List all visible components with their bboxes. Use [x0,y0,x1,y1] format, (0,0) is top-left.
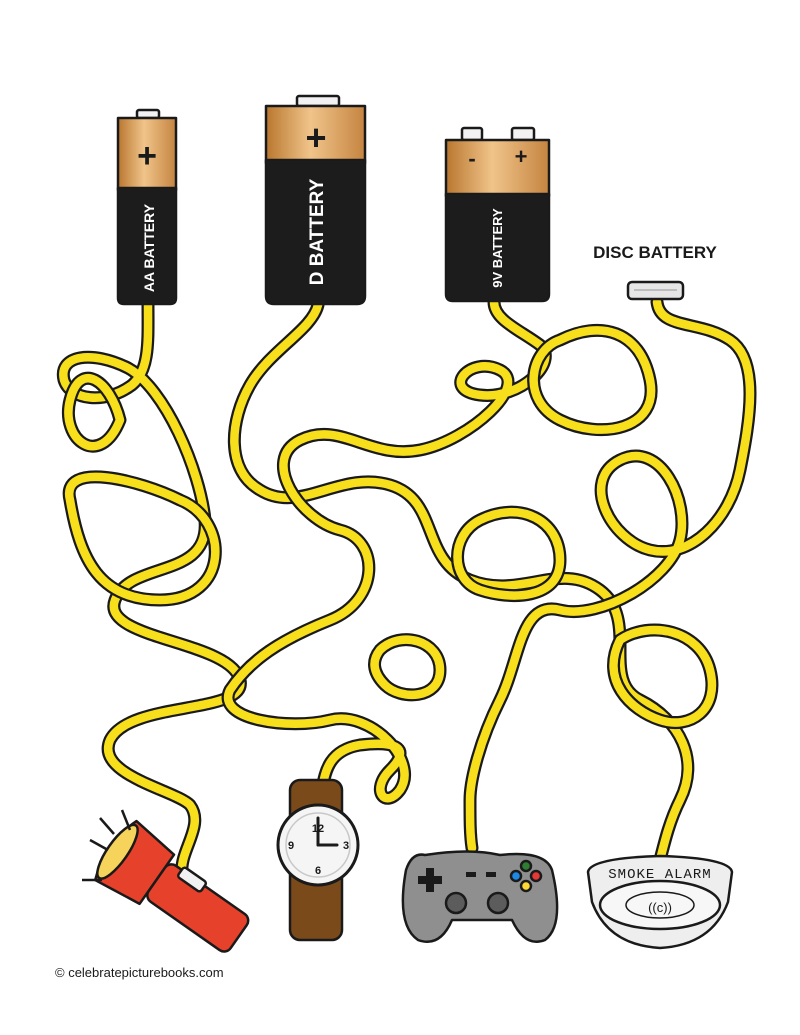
disc-battery-label: DISC BATTERY [593,243,717,262]
smoke-alarm-center-mark: ((c)) [648,900,672,915]
wristwatch-icon[interactable]: 12 3 6 9 [276,778,360,942]
d-plus-sign: + [305,117,326,158]
cord-disc-to-controller[interactable] [463,295,757,855]
aa-battery-label: AA BATTERY [141,203,157,292]
watch-dial-3: 3 [343,840,349,852]
cord-decoy-loops [62,323,719,730]
game-controller-icon[interactable] [401,850,559,943]
cord-9v-to-watch[interactable] [221,295,552,805]
smoke-alarm-label: SMOKE ALARM [608,867,711,883]
9v-battery-label: 9V BATTERY [490,208,505,288]
aa-plus-sign: + [137,137,157,175]
watch-dial-6: 6 [315,865,321,877]
flashlight-icon[interactable] [82,809,259,966]
d-battery[interactable]: + D BATTERY [264,94,367,306]
maze-cords [56,295,757,879]
aa-battery[interactable]: + AA BATTERY [116,108,178,306]
watch-dial-12: 12 [312,823,324,835]
9v-minus-sign: - [468,146,475,171]
cord-aa-to-flashlight[interactable] [56,298,247,879]
9v-plus-sign: + [515,144,528,169]
credit-text: © celebratepicturebooks.com [55,965,224,980]
9v-battery[interactable]: - + 9V BATTERY [444,126,551,303]
watch-dial-9: 9 [288,840,294,852]
disc-battery[interactable]: DISC BATTERY [593,243,718,301]
d-battery-label: D BATTERY [307,178,328,285]
smoke-alarm-icon[interactable]: SMOKE ALARM ((c)) [586,854,734,950]
